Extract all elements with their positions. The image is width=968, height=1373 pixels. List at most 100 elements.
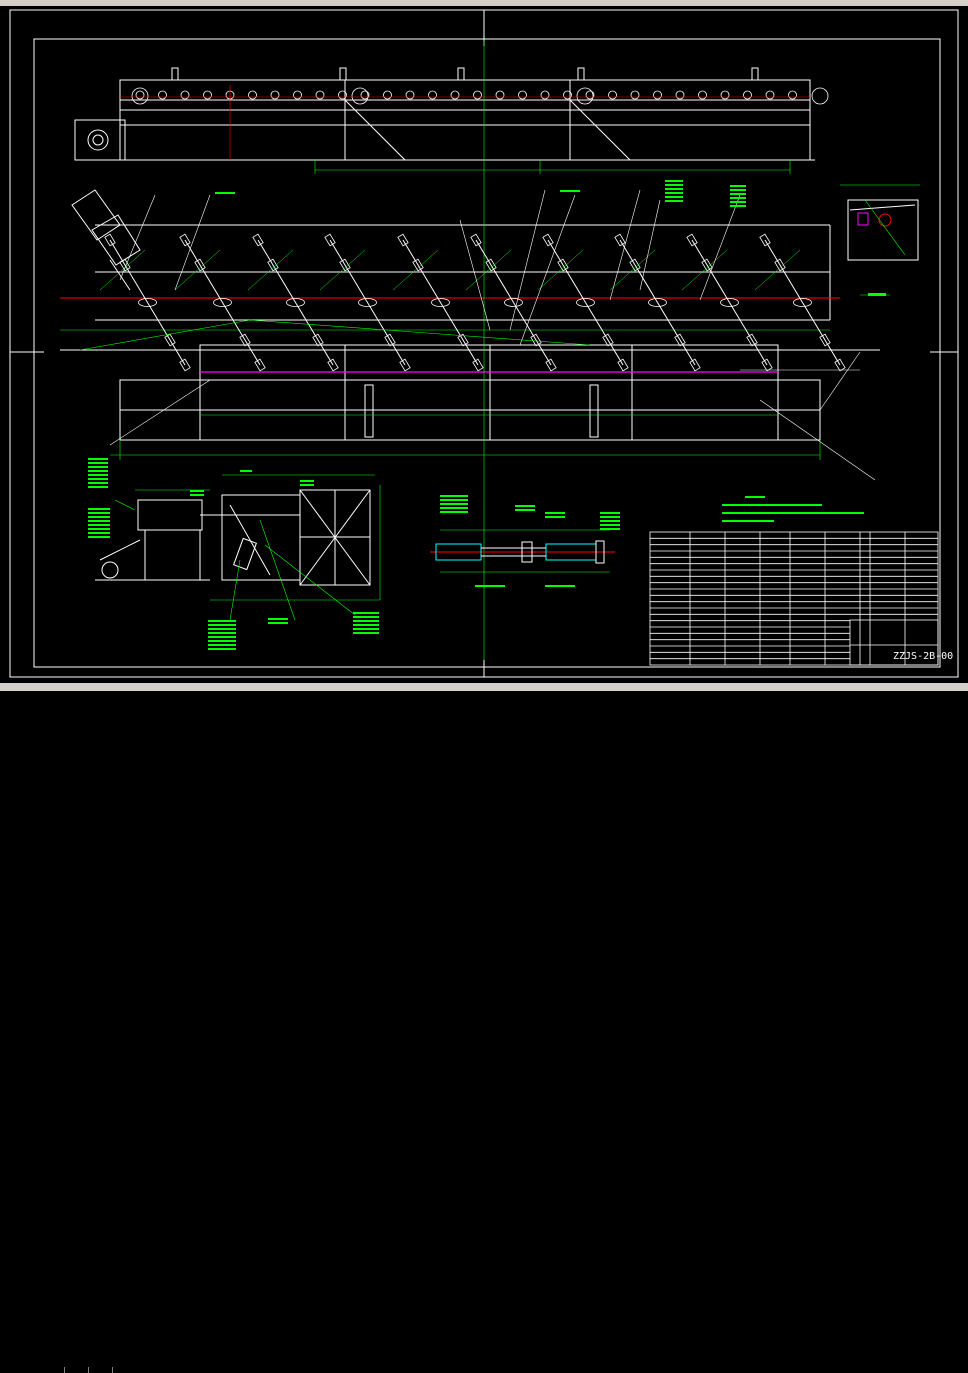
roller-set bbox=[174, 233, 266, 372]
technical-notes bbox=[722, 496, 864, 522]
leader-line bbox=[119, 194, 156, 281]
annotation-line bbox=[545, 516, 565, 518]
roller-segment bbox=[312, 333, 324, 347]
annotation-line bbox=[353, 632, 379, 634]
end-pulley bbox=[351, 87, 369, 105]
layout-tab[interactable] bbox=[64, 1367, 89, 1373]
roller-segment bbox=[397, 233, 409, 247]
roller-flange bbox=[358, 298, 377, 307]
roller-segment bbox=[834, 358, 846, 372]
roller-segment bbox=[819, 333, 831, 347]
side-roller bbox=[270, 90, 280, 100]
annotation-line bbox=[88, 516, 110, 518]
leader-lines bbox=[79, 189, 876, 481]
annotation-line bbox=[88, 482, 108, 484]
roller-segment bbox=[629, 258, 641, 272]
annotation-line bbox=[440, 499, 468, 501]
roller-segment bbox=[602, 333, 614, 347]
annotation-line bbox=[440, 511, 468, 513]
roller-segment bbox=[759, 233, 771, 247]
roller-flange bbox=[648, 298, 667, 307]
roller-segment bbox=[485, 258, 497, 272]
leader-line bbox=[639, 199, 661, 291]
annotation-line bbox=[88, 466, 108, 468]
annotation-line bbox=[545, 585, 575, 587]
annotation-line bbox=[208, 648, 236, 650]
annotation-line bbox=[208, 644, 236, 646]
roller-axis bbox=[402, 239, 479, 366]
roller-segment bbox=[472, 358, 484, 372]
annotation-line bbox=[665, 196, 683, 198]
annotation-line bbox=[88, 536, 110, 538]
plan-roller-view bbox=[60, 40, 880, 660]
leader-line bbox=[249, 319, 591, 346]
roller-segment bbox=[384, 333, 396, 347]
roller-segment bbox=[179, 358, 191, 372]
annotation-line bbox=[208, 620, 236, 622]
leader-line bbox=[174, 194, 211, 291]
roller-flange bbox=[504, 298, 523, 307]
annotation-line bbox=[600, 520, 620, 522]
roller-set bbox=[247, 233, 339, 372]
side-roller bbox=[405, 90, 415, 100]
roller-segment bbox=[701, 258, 713, 272]
annotation-line bbox=[88, 458, 108, 460]
annotation-line bbox=[665, 192, 683, 194]
roller-segment bbox=[119, 258, 131, 272]
side-roller bbox=[158, 90, 167, 100]
roller-dim-line bbox=[754, 249, 801, 291]
drawing-frame bbox=[33, 38, 941, 668]
model-tab[interactable] bbox=[40, 1367, 65, 1373]
roller-segment bbox=[412, 258, 424, 272]
annotation-line bbox=[515, 505, 535, 507]
annotation-line bbox=[600, 512, 620, 514]
roller-axis bbox=[109, 239, 186, 366]
annotation-line bbox=[88, 478, 108, 480]
roller-axis bbox=[257, 239, 334, 366]
annotation-line bbox=[88, 462, 108, 464]
annotation-text-blocks bbox=[88, 180, 746, 650]
annotation-line bbox=[88, 524, 110, 526]
leader-line bbox=[509, 189, 546, 331]
side-roller bbox=[315, 90, 325, 100]
inclined-roller-sets bbox=[99, 233, 846, 372]
side-roller bbox=[135, 90, 145, 100]
layout-tab-2[interactable] bbox=[88, 1367, 113, 1373]
roller-axis bbox=[475, 239, 552, 366]
roller-segment bbox=[470, 233, 482, 247]
end-pulley bbox=[131, 87, 149, 105]
roller-segment bbox=[164, 333, 176, 347]
side-elevation-view bbox=[74, 67, 815, 161]
roller-axis bbox=[691, 239, 768, 366]
roller-flange bbox=[793, 298, 812, 307]
title-name-cell bbox=[849, 619, 939, 666]
title-block-table bbox=[649, 531, 939, 666]
roller-set bbox=[392, 233, 484, 372]
roller-segment bbox=[557, 258, 569, 272]
side-roller bbox=[540, 90, 550, 100]
roller-set bbox=[754, 233, 846, 372]
annotation-line bbox=[665, 200, 683, 202]
side-roller bbox=[360, 90, 370, 100]
title-block-outline bbox=[649, 531, 939, 666]
roller-segment bbox=[617, 358, 629, 372]
roller-dim-line bbox=[465, 249, 512, 291]
annotation-line bbox=[665, 184, 683, 186]
side-roller bbox=[338, 90, 347, 100]
leader-line bbox=[459, 219, 491, 331]
annotation-line bbox=[730, 189, 746, 191]
side-roller bbox=[450, 90, 460, 100]
annotation-line bbox=[208, 640, 236, 642]
annotation-line bbox=[730, 201, 746, 203]
roller-dim-line bbox=[392, 249, 439, 291]
roller-flange bbox=[213, 298, 232, 307]
bearing-detail-view bbox=[840, 184, 920, 296]
annotation-line bbox=[190, 490, 204, 492]
annotation-line bbox=[88, 470, 108, 472]
side-roller bbox=[720, 90, 730, 100]
cad-drawing-canvas[interactable] bbox=[0, 0, 968, 691]
roller-flange bbox=[720, 298, 739, 307]
end-pulley bbox=[576, 87, 594, 105]
annotation-line bbox=[215, 192, 235, 194]
annotation-line bbox=[730, 185, 746, 187]
